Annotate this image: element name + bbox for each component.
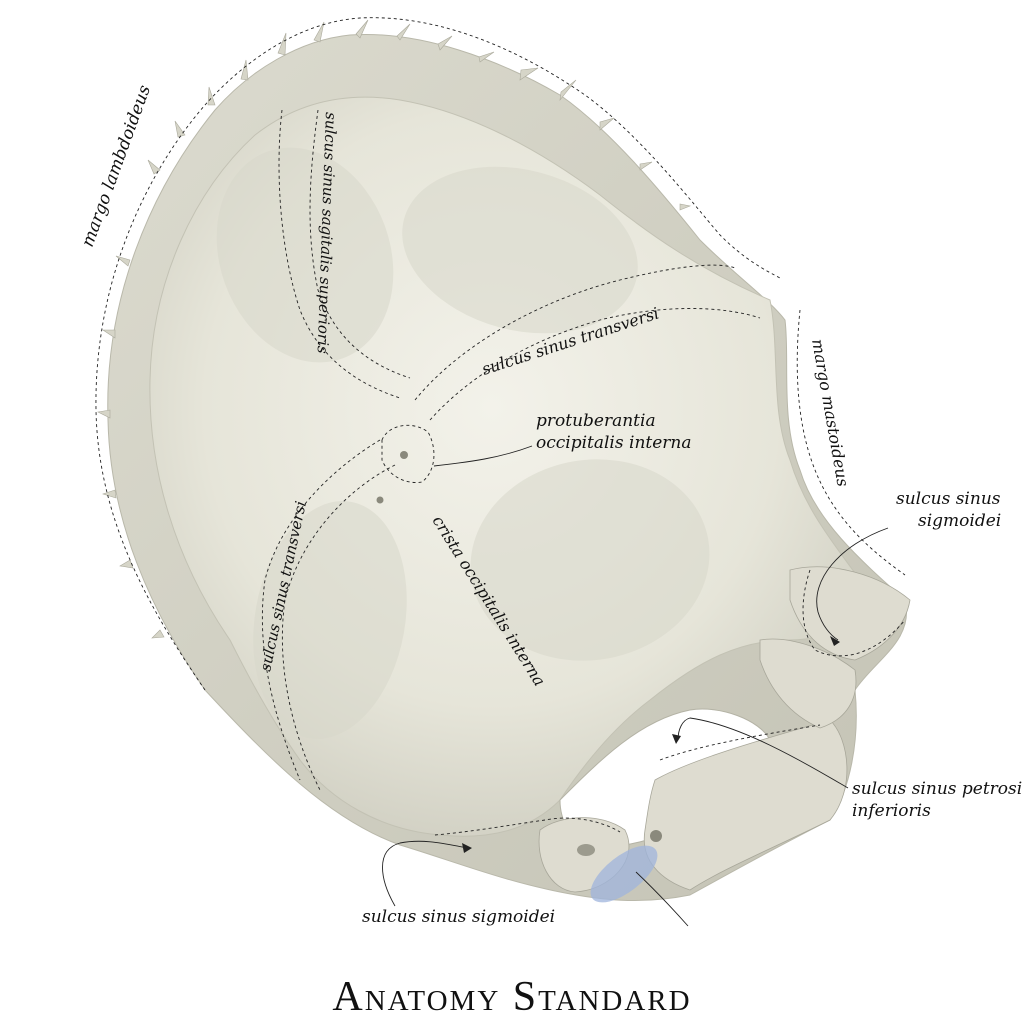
arrowhead-sigmoidei-right: [830, 636, 840, 646]
leader-sigmoidei-right: [816, 527, 889, 641]
sulcus-transversi-left-outline: [261, 439, 396, 791]
margo-lambdoideus-outline: [95, 17, 781, 691]
sulcus-sigmoidei-bottom-outline: [434, 817, 621, 836]
label-sigmoidei-right-1: sulcus sinus: [896, 489, 1001, 509]
foramen-small-1: [400, 451, 408, 459]
sulcus-transversi-right-outline: [414, 264, 761, 421]
leader-protuberantia: [433, 445, 533, 467]
protuberantia-outline: [381, 424, 435, 483]
arrowhead-petrosi: [672, 734, 681, 744]
margo-mastoideus-outline: [796, 309, 906, 576]
label-margo-lambdoideus: margo lambdoideus: [78, 82, 155, 249]
highlight-region: [590, 845, 658, 903]
serrations: [97, 19, 692, 639]
leader-sigmoidei-bottom: [382, 840, 469, 907]
foramen-small-2: [376, 496, 384, 504]
brand-logo: Anatomy Standard: [332, 974, 691, 1020]
condylar-canal: [650, 830, 662, 842]
label-protuberantia-2: occipitalis interna: [536, 433, 692, 453]
arrowhead-sigmoidei-bottom: [462, 843, 472, 853]
sulcus-sagittalis-outline: [278, 109, 411, 399]
label-petrosi-2: inferioris: [852, 801, 931, 821]
label-sigmoidei-bottom: sulcus sinus sigmoidei: [362, 907, 555, 927]
leader-petrosi: [677, 717, 849, 789]
label-protuberantia-1: protuberantia: [536, 411, 656, 431]
leader-highlight: [635, 871, 689, 927]
label-margo-mastoideus: margo mastoideus: [808, 337, 853, 488]
hypoglossal-canal: [577, 844, 595, 856]
label-petrosi-1: sulcus sinus petrosi: [852, 779, 1022, 799]
fossa-shading: [216, 147, 710, 739]
label-sigmoidei-right-2: sigmoidei: [918, 511, 1001, 531]
